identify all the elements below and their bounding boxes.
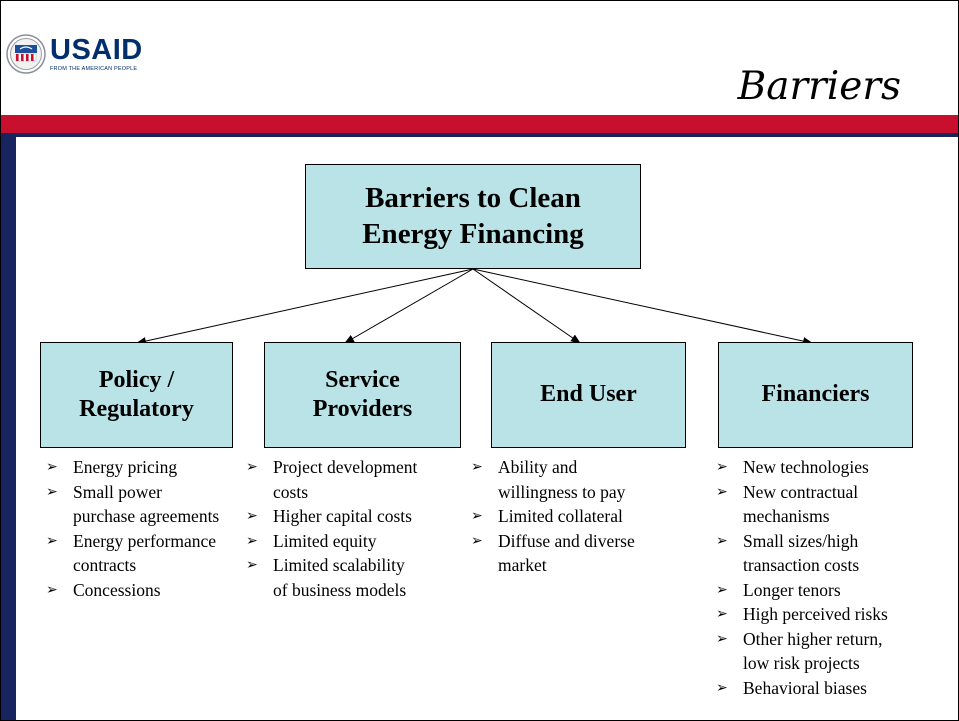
category-label-line: Policy / <box>98 366 175 393</box>
list-item-line: High perceived risks <box>743 604 888 624</box>
list-item-line: of business models <box>273 579 407 600</box>
list-item-line: Other higher return, <box>743 628 883 649</box>
header-band <box>1 115 958 133</box>
list-item-line: New contractual <box>743 481 859 502</box>
list-item-line: Limited equity <box>273 530 377 551</box>
list-item-line: Energy performance <box>73 530 217 551</box>
category-policy-regulatory: Policy / Regulatory <box>40 342 233 448</box>
list-item-line: Limited collateral <box>498 506 623 526</box>
category-label-line: Service <box>325 366 400 393</box>
list-item: Longer tenors <box>714 578 888 603</box>
list-item: Limited scalability of business models <box>244 553 417 602</box>
category-end-user: End User <box>491 342 686 448</box>
list-item-line: purchase agreements <box>73 506 220 526</box>
end-user-bullet-list: Ability and willingness to pay Limited co… <box>469 455 635 578</box>
list-item-line: Diffuse and diverse <box>498 530 635 551</box>
list-item: Behavioral biases <box>714 676 888 701</box>
category-label-line: Financiers <box>761 381 870 408</box>
list-item-line: willingness to pay <box>498 481 626 502</box>
list-item: Small power purchase agreements <box>44 480 219 529</box>
list-item-line: Project development <box>273 457 418 477</box>
arrow-to-service-providers <box>344 268 474 344</box>
policy-bullet-list: Energy pricing Small power purchase agree… <box>44 455 219 602</box>
list-item: Concessions <box>44 578 219 603</box>
list-item: Small sizes/high transaction costs <box>714 529 888 578</box>
logo-wordmark: USAID <box>50 33 143 66</box>
header-rule <box>1 133 958 137</box>
financiers-bullet-list: New technologies New contractual mechanis… <box>714 455 888 700</box>
category-financiers: Financiers <box>718 342 913 448</box>
list-item-line: Limited scalability <box>273 555 405 575</box>
list-item-line: Ability and <box>498 457 578 477</box>
list-item-line: contracts <box>73 555 137 575</box>
category-service-providers: Service Providers <box>264 342 461 448</box>
usaid-seal-icon <box>6 34 46 74</box>
list-item-line: transaction costs <box>743 555 860 575</box>
list-item: Other higher return, low risk projects <box>714 627 888 676</box>
list-item-line: mechanisms <box>743 506 830 526</box>
root-node-line: Energy Financing <box>362 217 584 250</box>
list-item-line: low risk projects <box>743 653 860 673</box>
root-node: Barriers to Clean Energy Financing <box>305 164 641 269</box>
slide-title: Barriers <box>737 64 901 109</box>
usaid-logo: USAID FROM THE AMERICAN PEOPLE <box>6 34 143 74</box>
list-item: Ability and willingness to pay <box>469 455 635 504</box>
list-item: Limited equity <box>244 529 417 554</box>
list-item: Energy performance contracts <box>44 529 219 578</box>
category-label-line: End User <box>540 381 637 408</box>
root-node-line: Barriers to Clean <box>365 182 581 215</box>
list-item-line: costs <box>273 481 308 502</box>
category-label-line: Regulatory <box>79 396 194 422</box>
list-item: Limited collateral <box>469 504 635 529</box>
list-item-line: market <box>498 555 547 575</box>
list-item: Energy pricing <box>44 455 219 480</box>
list-item: New technologies <box>714 455 888 480</box>
list-item-line: Energy pricing <box>73 457 178 477</box>
list-item: New contractual mechanisms <box>714 480 888 529</box>
arrow-to-financiers <box>472 268 813 345</box>
list-item: High perceived risks <box>714 602 888 627</box>
list-item: Higher capital costs <box>244 504 417 529</box>
list-item-line: Higher capital costs <box>273 506 412 526</box>
list-item-line: Small sizes/high <box>743 530 859 551</box>
side-bar <box>1 137 16 720</box>
logo-tagline: FROM THE AMERICAN PEOPLE <box>50 65 138 72</box>
list-item: Diffuse and diverse market <box>469 529 635 578</box>
list-item-line: Longer tenors <box>743 579 841 600</box>
service-providers-bullet-list: Project development costs Higher capital … <box>244 455 417 602</box>
list-item-line: Small power <box>73 481 162 502</box>
list-item-line: New technologies <box>743 457 869 477</box>
list-item: Project development costs <box>244 455 417 504</box>
arrow-to-end-user <box>472 268 581 344</box>
category-label-line: Providers <box>312 396 413 422</box>
list-item-line: Behavioral biases <box>743 677 867 698</box>
list-item-line: Concessions <box>73 579 161 600</box>
arrow-to-policy <box>136 268 474 345</box>
